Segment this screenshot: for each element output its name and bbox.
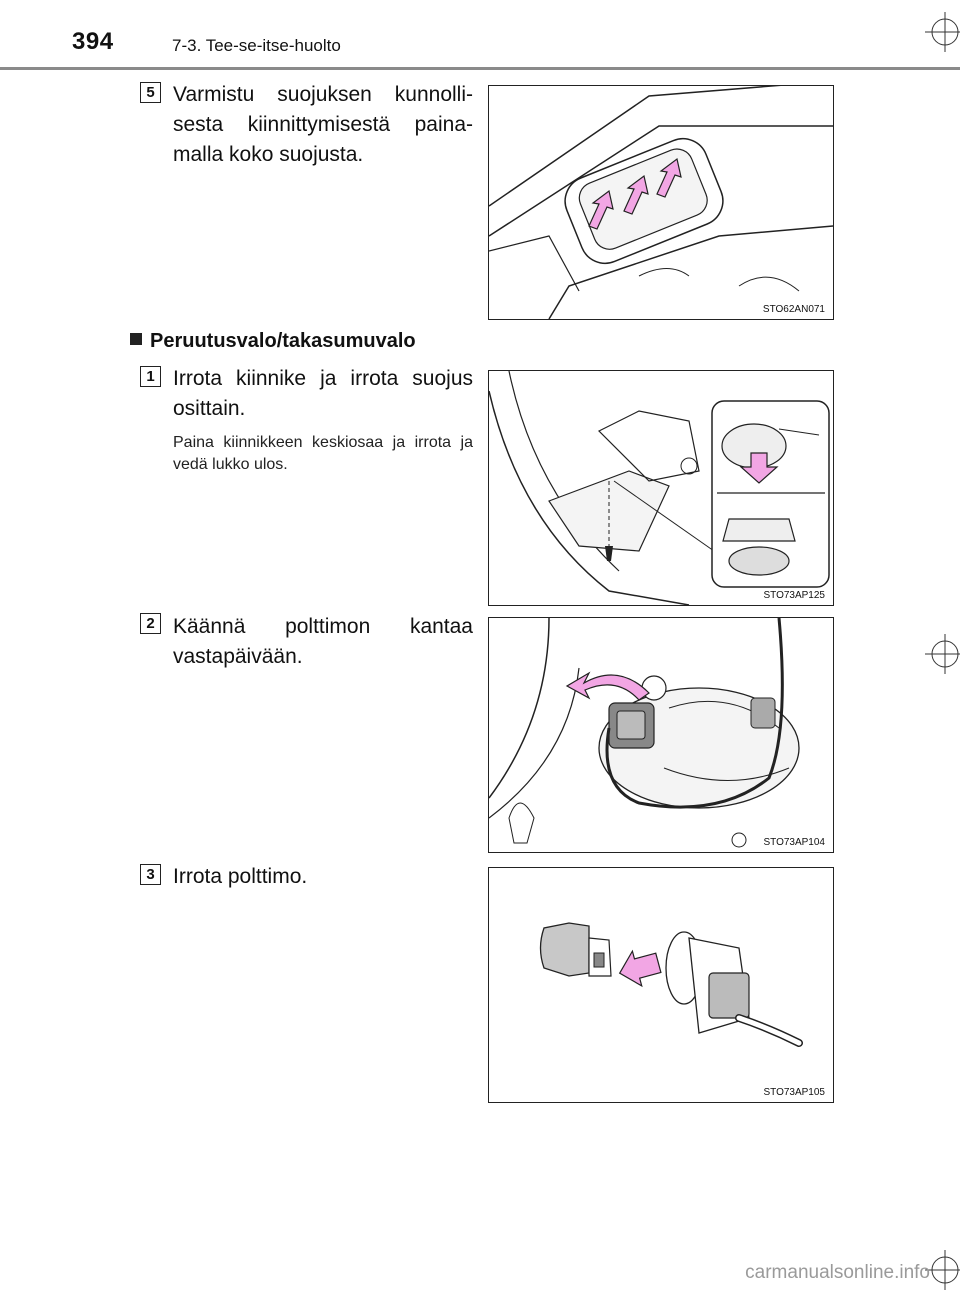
clip-illustration	[489, 371, 830, 605]
section-title: 7-3. Tee-se-itse-huolto	[172, 36, 341, 55]
section-heading: Peruutusvalo/takasumuvalo	[130, 330, 416, 353]
figure-code: STO62AN071	[760, 304, 827, 315]
step-number: 1	[140, 366, 161, 387]
figure-remove-bulb: STO73AP105	[488, 867, 834, 1103]
figure-clip-remove: STO73AP125	[488, 370, 834, 606]
page-number: 394	[72, 28, 114, 55]
rotate-arrow-icon	[565, 671, 650, 701]
step-text: Irrota polttimo.	[173, 865, 308, 888]
down-arrow-icon	[739, 452, 779, 484]
figure-code: STO73AP105	[761, 1087, 827, 1098]
step-text: Irrota kiinnike ja irrota suojus osittai…	[173, 367, 473, 420]
step-number: 5	[140, 82, 161, 103]
step-number: 3	[140, 864, 161, 885]
insert-arrow-icon	[618, 949, 662, 988]
registration-mark-icon	[925, 12, 960, 52]
bulb-illustration	[539, 922, 803, 1047]
step-text: Varmistu suojuksen kunnolli-sesta kiinni…	[173, 83, 473, 166]
socket-illustration	[489, 618, 800, 848]
step-text: Käännä polttimon kantaa vastapäivään.	[173, 615, 473, 668]
registration-mark-icon	[925, 1250, 960, 1290]
step-note: Paina kiinnikkeen keskiosaa ja irrota ja…	[173, 434, 473, 473]
header-rule	[0, 67, 960, 70]
registration-mark-icon	[925, 634, 960, 674]
cover-illustration	[489, 86, 833, 319]
figure-code: STO73AP104	[761, 837, 827, 848]
press-arrow-icon	[588, 157, 682, 230]
figure-cover-press: STO62AN071	[488, 85, 834, 320]
step-number: 2	[140, 613, 161, 634]
figure-code: STO73AP125	[761, 590, 827, 601]
bullet-square-icon	[130, 333, 142, 345]
section-heading-text: Peruutusvalo/takasumuvalo	[150, 330, 416, 352]
figure-rotate-socket: STO73AP104	[488, 617, 834, 853]
watermark: carmanualsonline.info	[745, 1262, 930, 1283]
